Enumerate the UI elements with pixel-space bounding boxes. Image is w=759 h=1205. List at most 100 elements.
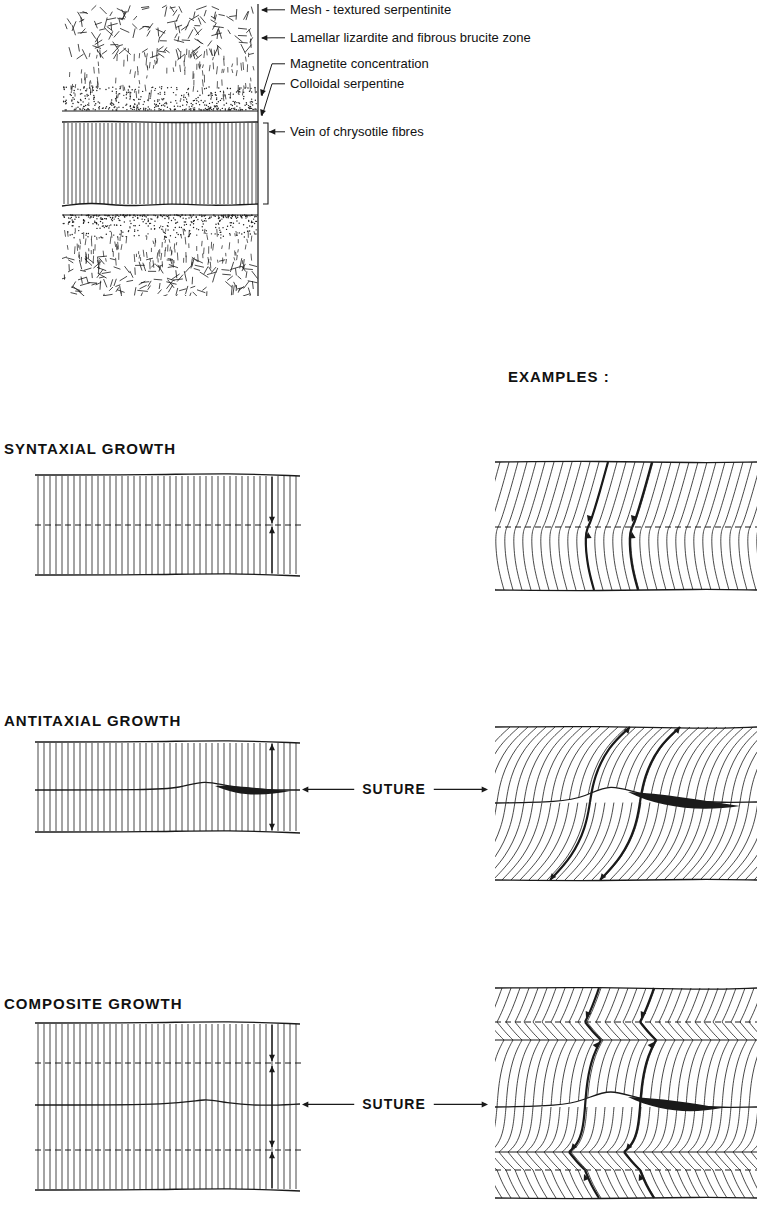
magnetite-grain	[108, 227, 109, 228]
magnetite-grain	[66, 102, 67, 103]
magnetite-grain	[135, 89, 136, 90]
magnetite-grain	[170, 102, 171, 103]
vein-wall	[62, 203, 258, 206]
magnetite-grain	[250, 106, 251, 107]
mesh-texture	[177, 275, 183, 282]
mesh-texture	[175, 33, 178, 38]
magnetite-grain	[236, 220, 237, 221]
lamellar-lizardite	[216, 66, 218, 74]
fibre-line	[495, 802, 524, 880]
fibre-line	[749, 727, 757, 802]
fibre-line	[712, 527, 720, 590]
mesh-texture	[77, 54, 84, 59]
magnetite-grain	[129, 86, 130, 87]
arrow-head	[269, 527, 275, 533]
magnetite-grain	[225, 108, 226, 109]
lamellar-lizardite	[202, 87, 204, 94]
magnetite-grain	[107, 225, 108, 226]
chrysotile-fibre	[140, 123, 141, 204]
lamellar-lizardite	[134, 71, 136, 77]
lamellar-lizardite	[99, 50, 101, 58]
chrysotile-fibre	[100, 123, 101, 204]
lamellar-lizardite	[203, 248, 205, 255]
chrysotile-fibre	[72, 123, 73, 204]
fibre-line	[260, 743, 261, 831]
mesh-texture	[160, 40, 167, 41]
magnetite-grain	[99, 108, 100, 109]
fibre-line	[551, 1170, 565, 1198]
magnetite-grain	[173, 217, 174, 218]
vein-wall	[35, 741, 300, 743]
chrysotile-fibre	[216, 123, 217, 204]
magnetite-grain	[167, 225, 168, 226]
fibre-line	[134, 476, 135, 574]
lamellar-lizardite	[213, 62, 214, 69]
chrysotile-fibre	[104, 123, 105, 204]
fibre-line	[499, 1152, 515, 1170]
magnetite-grain	[88, 222, 89, 223]
lamellar-lizardite	[188, 243, 189, 248]
fibre-line	[140, 743, 141, 831]
lamellar-lizardite	[237, 249, 239, 252]
fibre-line	[704, 1040, 720, 1107]
magnetite-grain	[156, 104, 157, 105]
chrysotile-fibre	[156, 123, 157, 204]
fibre-line	[561, 462, 581, 527]
magnetite-grain	[173, 92, 174, 93]
magnetite-grain	[137, 105, 138, 106]
magnetite-grain	[255, 108, 256, 109]
mesh-texture	[192, 257, 198, 261]
magnetite-grain	[191, 105, 192, 106]
mesh-texture	[168, 266, 174, 267]
lamellar-lizardite	[193, 80, 194, 86]
magnetite-grain	[243, 98, 244, 99]
chrysotile-fibre	[160, 123, 161, 204]
magnetite-grain	[96, 222, 97, 223]
fibre-line	[86, 743, 87, 831]
fibre-line	[526, 1107, 542, 1152]
magnetite-grain	[93, 217, 94, 218]
mesh-texture	[120, 286, 121, 294]
magnetite-grain	[194, 100, 195, 101]
magnetite-grain	[184, 109, 185, 110]
magnetite-grain	[109, 107, 110, 108]
fibre-line	[686, 1040, 702, 1107]
magnetite-grain	[171, 220, 172, 221]
lamellar-lizardite	[90, 80, 92, 84]
magnetite-grain	[218, 227, 219, 228]
magnetite-grain	[164, 218, 165, 219]
lamellar-lizardite	[221, 79, 222, 85]
lamellar-lizardite	[192, 71, 193, 79]
fibre-line	[92, 1024, 93, 1189]
magnetite-grain	[99, 102, 100, 103]
chrysotile-fibre	[172, 123, 173, 204]
mesh-texture	[185, 266, 191, 272]
magnetite-grain	[211, 93, 212, 94]
magnetite-grain	[229, 233, 230, 234]
lamellar-lizardite	[180, 234, 182, 238]
mesh-texture	[62, 257, 67, 260]
mesh-texture	[211, 20, 216, 23]
lamellar-lizardite	[216, 229, 218, 237]
lamellar-lizardite	[182, 229, 184, 236]
magnetite-grain	[189, 234, 190, 235]
lamellar-lizardite	[162, 229, 164, 232]
band-boundary	[495, 1039, 757, 1040]
mesh-texture	[148, 271, 156, 272]
magnetite-grain	[226, 217, 227, 218]
magnetite-grain	[184, 221, 185, 222]
magnetite-grain	[179, 226, 180, 227]
magnetite-grain	[245, 109, 246, 110]
magnetite-grain	[150, 223, 151, 224]
fibre-line	[194, 476, 195, 574]
fibre-line	[661, 1152, 677, 1170]
magnetite-grain	[198, 101, 199, 102]
lamellar-lizardite	[222, 258, 223, 262]
magnetite-grain	[92, 223, 93, 224]
mesh-texture	[195, 259, 203, 263]
mesh-texture	[91, 32, 95, 39]
magnetite-grain	[233, 93, 234, 94]
magnetite-grain	[223, 236, 224, 237]
magnetite-grain	[104, 218, 105, 219]
